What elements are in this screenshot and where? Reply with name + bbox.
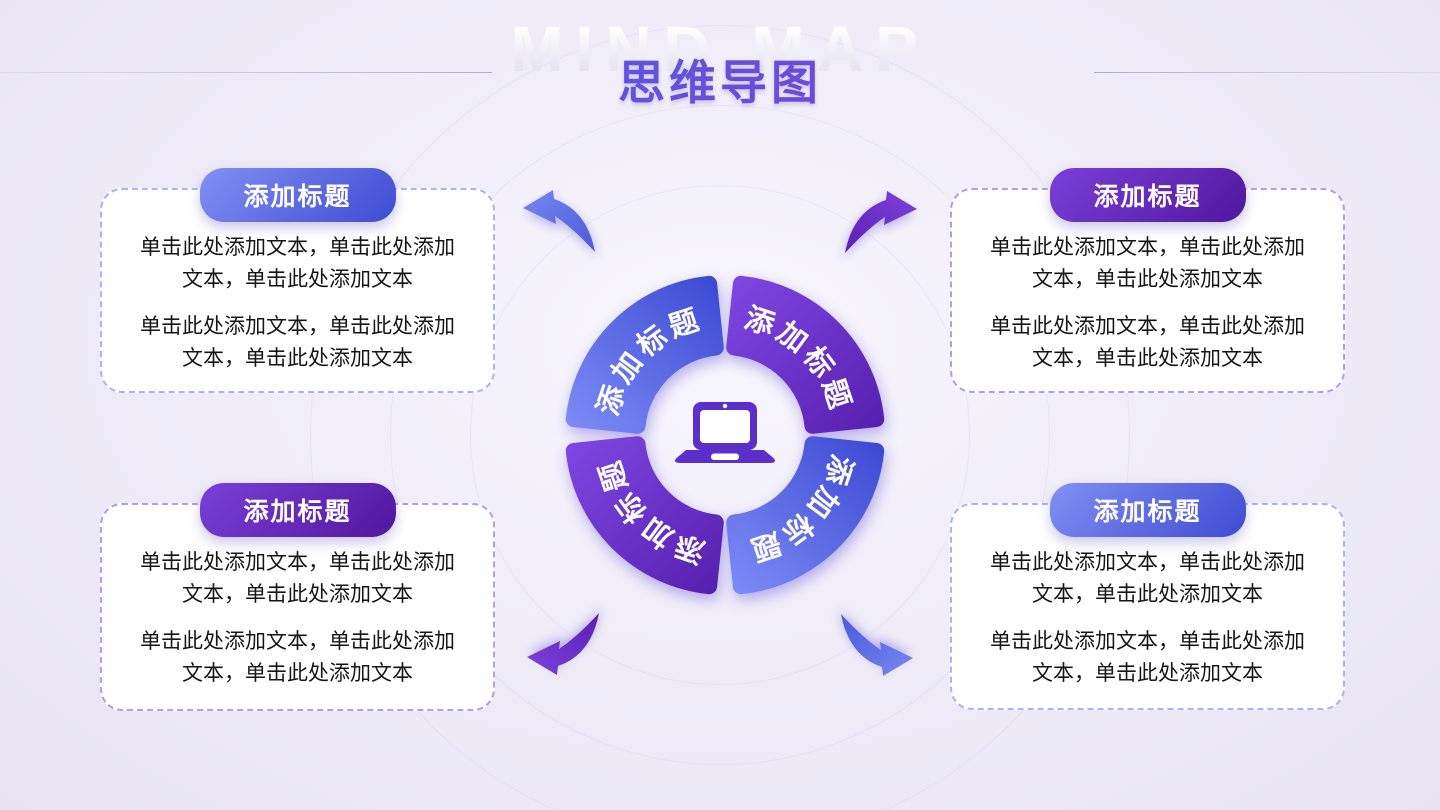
page-title[interactable]: 思维导图 [0,44,1440,113]
placeholder-box-top-left: 添加标题 单击此处添加文本，单击此处添加文本，单击此处添加文本 单击此处添加文本… [100,168,495,393]
title-divider-right [1094,72,1440,73]
box-paragraph[interactable]: 单击此处添加文本，单击此处添加文本，单击此处添加文本 [140,236,455,291]
box-title-pill[interactable]: 添加标题 [199,168,396,222]
ring-segment-top-right[interactable] [726,275,885,434]
ring-segment-top-left[interactable] [565,275,724,434]
box-paragraph[interactable]: 单击此处添加文本，单击此处添加文本，单击此处添加文本 [990,236,1305,291]
title-watermark: MIND MAP [0,12,1440,86]
box-paragraph[interactable]: 单击此处添加文本，单击此处添加文本，单击此处添加文本 [990,630,1305,685]
decorative-circle [310,25,1130,810]
ring-segment-bottom-right[interactable] [726,436,885,595]
box-paragraph[interactable]: 单击此处添加文本，单击此处添加文本，单击此处添加文本 [990,551,1305,606]
placeholder-box-bottom-right: 添加标题 单击此处添加文本，单击此处添加文本，单击此处添加文本 单击此处添加文本… [950,483,1345,710]
box-paragraph[interactable]: 单击此处添加文本，单击此处添加文本，单击此处添加文本 [140,551,455,606]
title-divider-left [0,72,492,73]
curved-arrow-icon [527,613,599,675]
curved-arrow-icon [845,191,917,253]
box-title-pill[interactable]: 添加标题 [1049,168,1246,222]
mind-map-ring: 添加标题 添加标题 添加标题 添加标题 [523,190,917,676]
laptop-icon [674,402,776,463]
placeholder-box-bottom-left: 添加标题 单击此处添加文本，单击此处添加文本，单击此处添加文本 单击此处添加文本… [100,483,495,711]
box-title-pill[interactable]: 添加标题 [199,483,396,537]
ring-segment-bottom-left[interactable] [565,436,724,595]
box-paragraph[interactable]: 单击此处添加文本，单击此处添加文本，单击此处添加文本 [990,315,1305,370]
curved-arrow-icon [523,190,595,252]
box-paragraph[interactable]: 单击此处添加文本，单击此处添加文本，单击此处添加文本 [140,630,455,685]
box-title-pill[interactable]: 添加标题 [1049,483,1246,537]
placeholder-box-top-right: 添加标题 单击此处添加文本，单击此处添加文本，单击此处添加文本 单击此处添加文本… [950,168,1345,393]
box-paragraph[interactable]: 单击此处添加文本，单击此处添加文本，单击此处添加文本 [140,315,455,370]
curved-arrow-icon [841,614,913,676]
